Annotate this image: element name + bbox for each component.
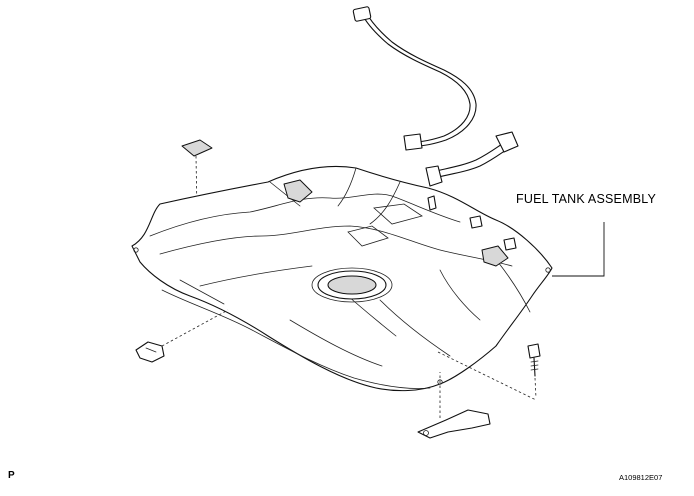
breather-hose-icon xyxy=(352,6,477,151)
corner-p-label: P xyxy=(8,470,15,481)
fuel-tank-icon xyxy=(131,166,553,392)
callout-leader xyxy=(552,222,605,277)
bracket-icon xyxy=(417,372,491,439)
fuel-tank-assembly-label: FUEL TANK ASSEMBLY xyxy=(516,192,656,206)
figure-id-label: A109812E07 xyxy=(619,473,663,482)
clip-icon xyxy=(135,309,229,363)
bolt-icon xyxy=(437,343,541,401)
vent-hose-icon xyxy=(425,131,519,187)
